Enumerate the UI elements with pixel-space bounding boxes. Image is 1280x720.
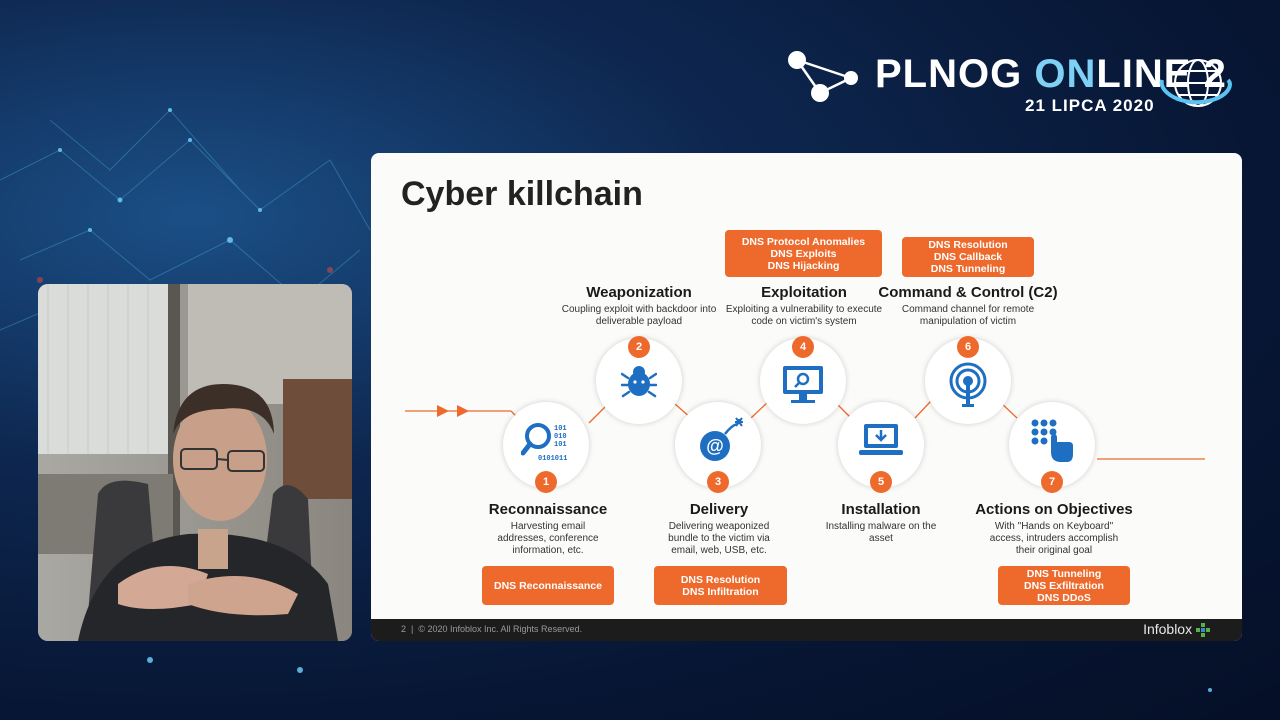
step-desc-actions: With "Hands on Keyboard" access, intrude… (989, 521, 1119, 556)
infoblox-logo: Infoblox (1143, 621, 1212, 638)
svg-text:101: 101 (554, 441, 567, 449)
slide-title: Cyber killchain (401, 175, 643, 213)
event-date: 21 LIPCA 2020 (1025, 96, 1155, 115)
tag-line: DNS Tunneling (930, 263, 1006, 275)
step-circle-c2: 6 (925, 336, 1011, 424)
tag-line: DNS Resolution (928, 239, 1008, 251)
svg-text:0101011: 0101011 (538, 455, 567, 463)
speaker-video-frame (38, 284, 352, 641)
step-desc-weaponization: Coupling exploit with backdoor into deli… (561, 304, 717, 327)
infoblox-mark-icon (1196, 623, 1210, 638)
step-desc-exploitation: Exploiting a vulnerability to execute co… (725, 304, 883, 327)
slide-footer: 2 | © 2020 Infoblox Inc. All Rights Rese… (371, 619, 1242, 641)
laptop-download-icon (859, 424, 903, 455)
step-title-c2: Command & Control (C2) (878, 284, 1058, 301)
tag-exploitation: DNS Protocol Anomalies DNS Exploits DNS … (725, 230, 882, 277)
monitor-search-icon (783, 366, 823, 403)
tag-line: DNS Hijacking (767, 259, 840, 272)
tag-line: DNS Protocol Anomalies (741, 235, 866, 248)
tag-actions: DNS Tunneling DNS Exfiltration DNS DDoS (998, 566, 1130, 605)
step-number-badge: 7 (1041, 471, 1063, 493)
step-title-reconnaissance: Reconnaissance (488, 501, 608, 518)
step-circle-installation: 5 (838, 402, 924, 493)
bug-icon (621, 366, 657, 398)
broadcast-antenna-icon (949, 362, 987, 407)
tag-line: DNS Reconnaissance (494, 579, 602, 592)
step-title-installation: Installation (841, 501, 921, 518)
tag-delivery: DNS Resolution DNS Infiltration (654, 566, 787, 605)
step-title-weaponization: Weaponization (586, 284, 692, 301)
step-number-badge: 3 (707, 471, 729, 493)
step-number-badge: 4 (792, 336, 814, 358)
step-number-badge: 2 (628, 336, 650, 358)
step-number-badge: 1 (535, 471, 557, 493)
event-logo: PLNOG ONLINE 2 21 LIPCA 2020 (780, 44, 1240, 124)
tag-line: DNS Infiltration (682, 585, 759, 598)
step-desc-c2: Command channel for remote manipulation … (901, 304, 1035, 327)
tag-line: DNS DDoS (1037, 591, 1091, 604)
svg-text:010: 010 (554, 433, 567, 441)
step-desc-installation: Installing malware on the asset (825, 521, 937, 544)
svg-text:101: 101 (554, 425, 567, 433)
tag-reconnaissance: DNS Reconnaissance (482, 566, 614, 605)
step-number-badge: 5 (870, 471, 892, 493)
magnifier-binary-icon: 101 010 101 0101011 (521, 423, 567, 463)
presentation-slide: Cyber killchain DNS Protocol Anomalies D… (371, 153, 1242, 641)
globe-icon (1159, 59, 1232, 107)
tag-line: DNS Exfiltration (1024, 579, 1104, 592)
event-title: PLNOG ONLINE 2 (875, 52, 1227, 96)
step-circle-actions: 7 (1009, 402, 1095, 493)
step-title-actions: Actions on Objectives (975, 501, 1133, 518)
hand-keypad-icon (1031, 419, 1073, 462)
tag-line: DNS Resolution (680, 573, 761, 586)
webcam-video (38, 284, 352, 641)
step-circle-weaponization: 2 (596, 336, 682, 424)
step-circle-exploitation: 4 (760, 336, 846, 424)
tag-line: DNS Exploits (770, 247, 837, 260)
network-nodes-icon (788, 51, 858, 102)
tag-c2: DNS Resolution DNS Callback DNS Tunnelin… (902, 237, 1034, 277)
step-desc-delivery: Delivering weaponized bundle to the vict… (668, 521, 770, 556)
tag-line: DNS Callback (933, 251, 1003, 263)
step-number-badge: 6 (957, 336, 979, 358)
step-title-delivery: Delivery (689, 501, 749, 518)
step-circle-reconnaissance: 101 010 101 0101011 1 (503, 402, 589, 493)
footer-copyright: 2 | © 2020 Infoblox Inc. All Rights Rese… (401, 624, 583, 634)
step-desc-reconnaissance: Harvesting email addresses, conference i… (497, 521, 599, 556)
step-title-exploitation: Exploitation (761, 284, 847, 301)
svg-text:@: @ (706, 436, 724, 456)
tag-line: DNS Tunneling (1026, 567, 1102, 580)
step-circle-delivery: @ 3 (675, 402, 761, 493)
email-bomb-icon: @ (700, 417, 743, 461)
